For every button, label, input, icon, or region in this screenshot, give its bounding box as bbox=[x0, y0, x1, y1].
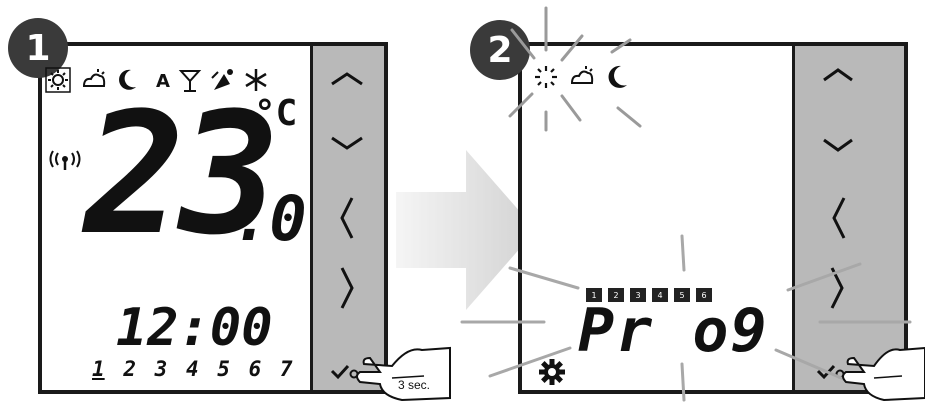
gear-icon bbox=[538, 358, 566, 386]
hand-press-icon-2 bbox=[840, 336, 925, 402]
wireless-signal-icon bbox=[48, 150, 82, 172]
hand-press-icon-1 bbox=[352, 336, 452, 402]
moon-icon bbox=[609, 66, 627, 88]
temperature-unit: °C bbox=[254, 96, 297, 132]
clock-time: 12:00 bbox=[116, 302, 273, 354]
weekday-6: 6 bbox=[249, 358, 262, 380]
weekday-1: 1 bbox=[92, 358, 105, 380]
right-button[interactable] bbox=[342, 268, 352, 308]
left-button[interactable] bbox=[342, 198, 352, 238]
weekday-row: 1 2 3 4 5 6 7 bbox=[92, 358, 299, 380]
weekday-2: 2 bbox=[123, 358, 136, 380]
up-button[interactable] bbox=[332, 74, 362, 84]
sun-icon bbox=[46, 68, 70, 92]
weekday-5: 5 bbox=[217, 358, 230, 380]
weekday-3: 3 bbox=[155, 358, 168, 380]
temperature-decimal: .0 bbox=[232, 188, 307, 250]
down-button[interactable] bbox=[824, 140, 852, 150]
sun-icon bbox=[535, 66, 557, 88]
program-mode-text: Pr o9 bbox=[578, 300, 769, 362]
partly-cloudy-icon bbox=[572, 66, 592, 83]
up-button[interactable] bbox=[824, 70, 852, 80]
mode-icons-row-step2 bbox=[530, 62, 640, 92]
down-button[interactable] bbox=[332, 138, 362, 148]
hold-duration-label: 3 sec. bbox=[398, 378, 430, 392]
weekday-4: 4 bbox=[186, 358, 199, 380]
weekday-7: 7 bbox=[280, 358, 293, 380]
